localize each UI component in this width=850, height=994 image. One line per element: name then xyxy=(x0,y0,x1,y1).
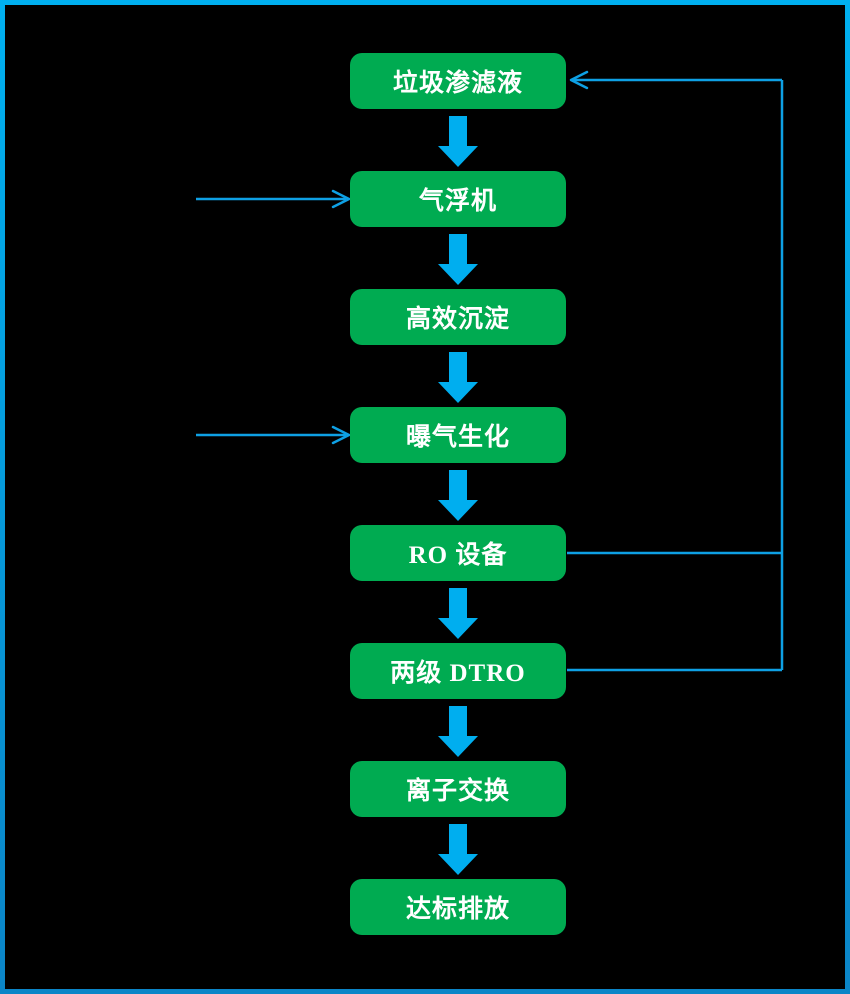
down-arrow-5 xyxy=(438,588,478,639)
node-sedimentation: 高效沉淀 xyxy=(350,289,566,345)
down-arrow-2 xyxy=(438,234,478,285)
down-arrow-3 xyxy=(438,352,478,403)
recycle-loop-line xyxy=(567,70,784,672)
down-arrow-6 xyxy=(438,706,478,757)
down-arrow-1 xyxy=(438,116,478,167)
node-discharge: 达标排放 xyxy=(350,879,566,935)
node-two-stage-dtro: 两级 DTRO xyxy=(350,643,566,699)
node-aeration-bio: 曝气生化 xyxy=(350,407,566,463)
input-arrow-air-flotation xyxy=(196,189,351,209)
node-air-flotation: 气浮机 xyxy=(350,171,566,227)
node-ion-exchange: 离子交换 xyxy=(350,761,566,817)
down-arrow-4 xyxy=(438,470,478,521)
node-leachate: 垃圾渗滤液 xyxy=(350,53,566,109)
node-ro-equipment: RO 设备 xyxy=(350,525,566,581)
down-arrow-7 xyxy=(438,824,478,875)
input-arrow-aeration xyxy=(196,425,351,445)
